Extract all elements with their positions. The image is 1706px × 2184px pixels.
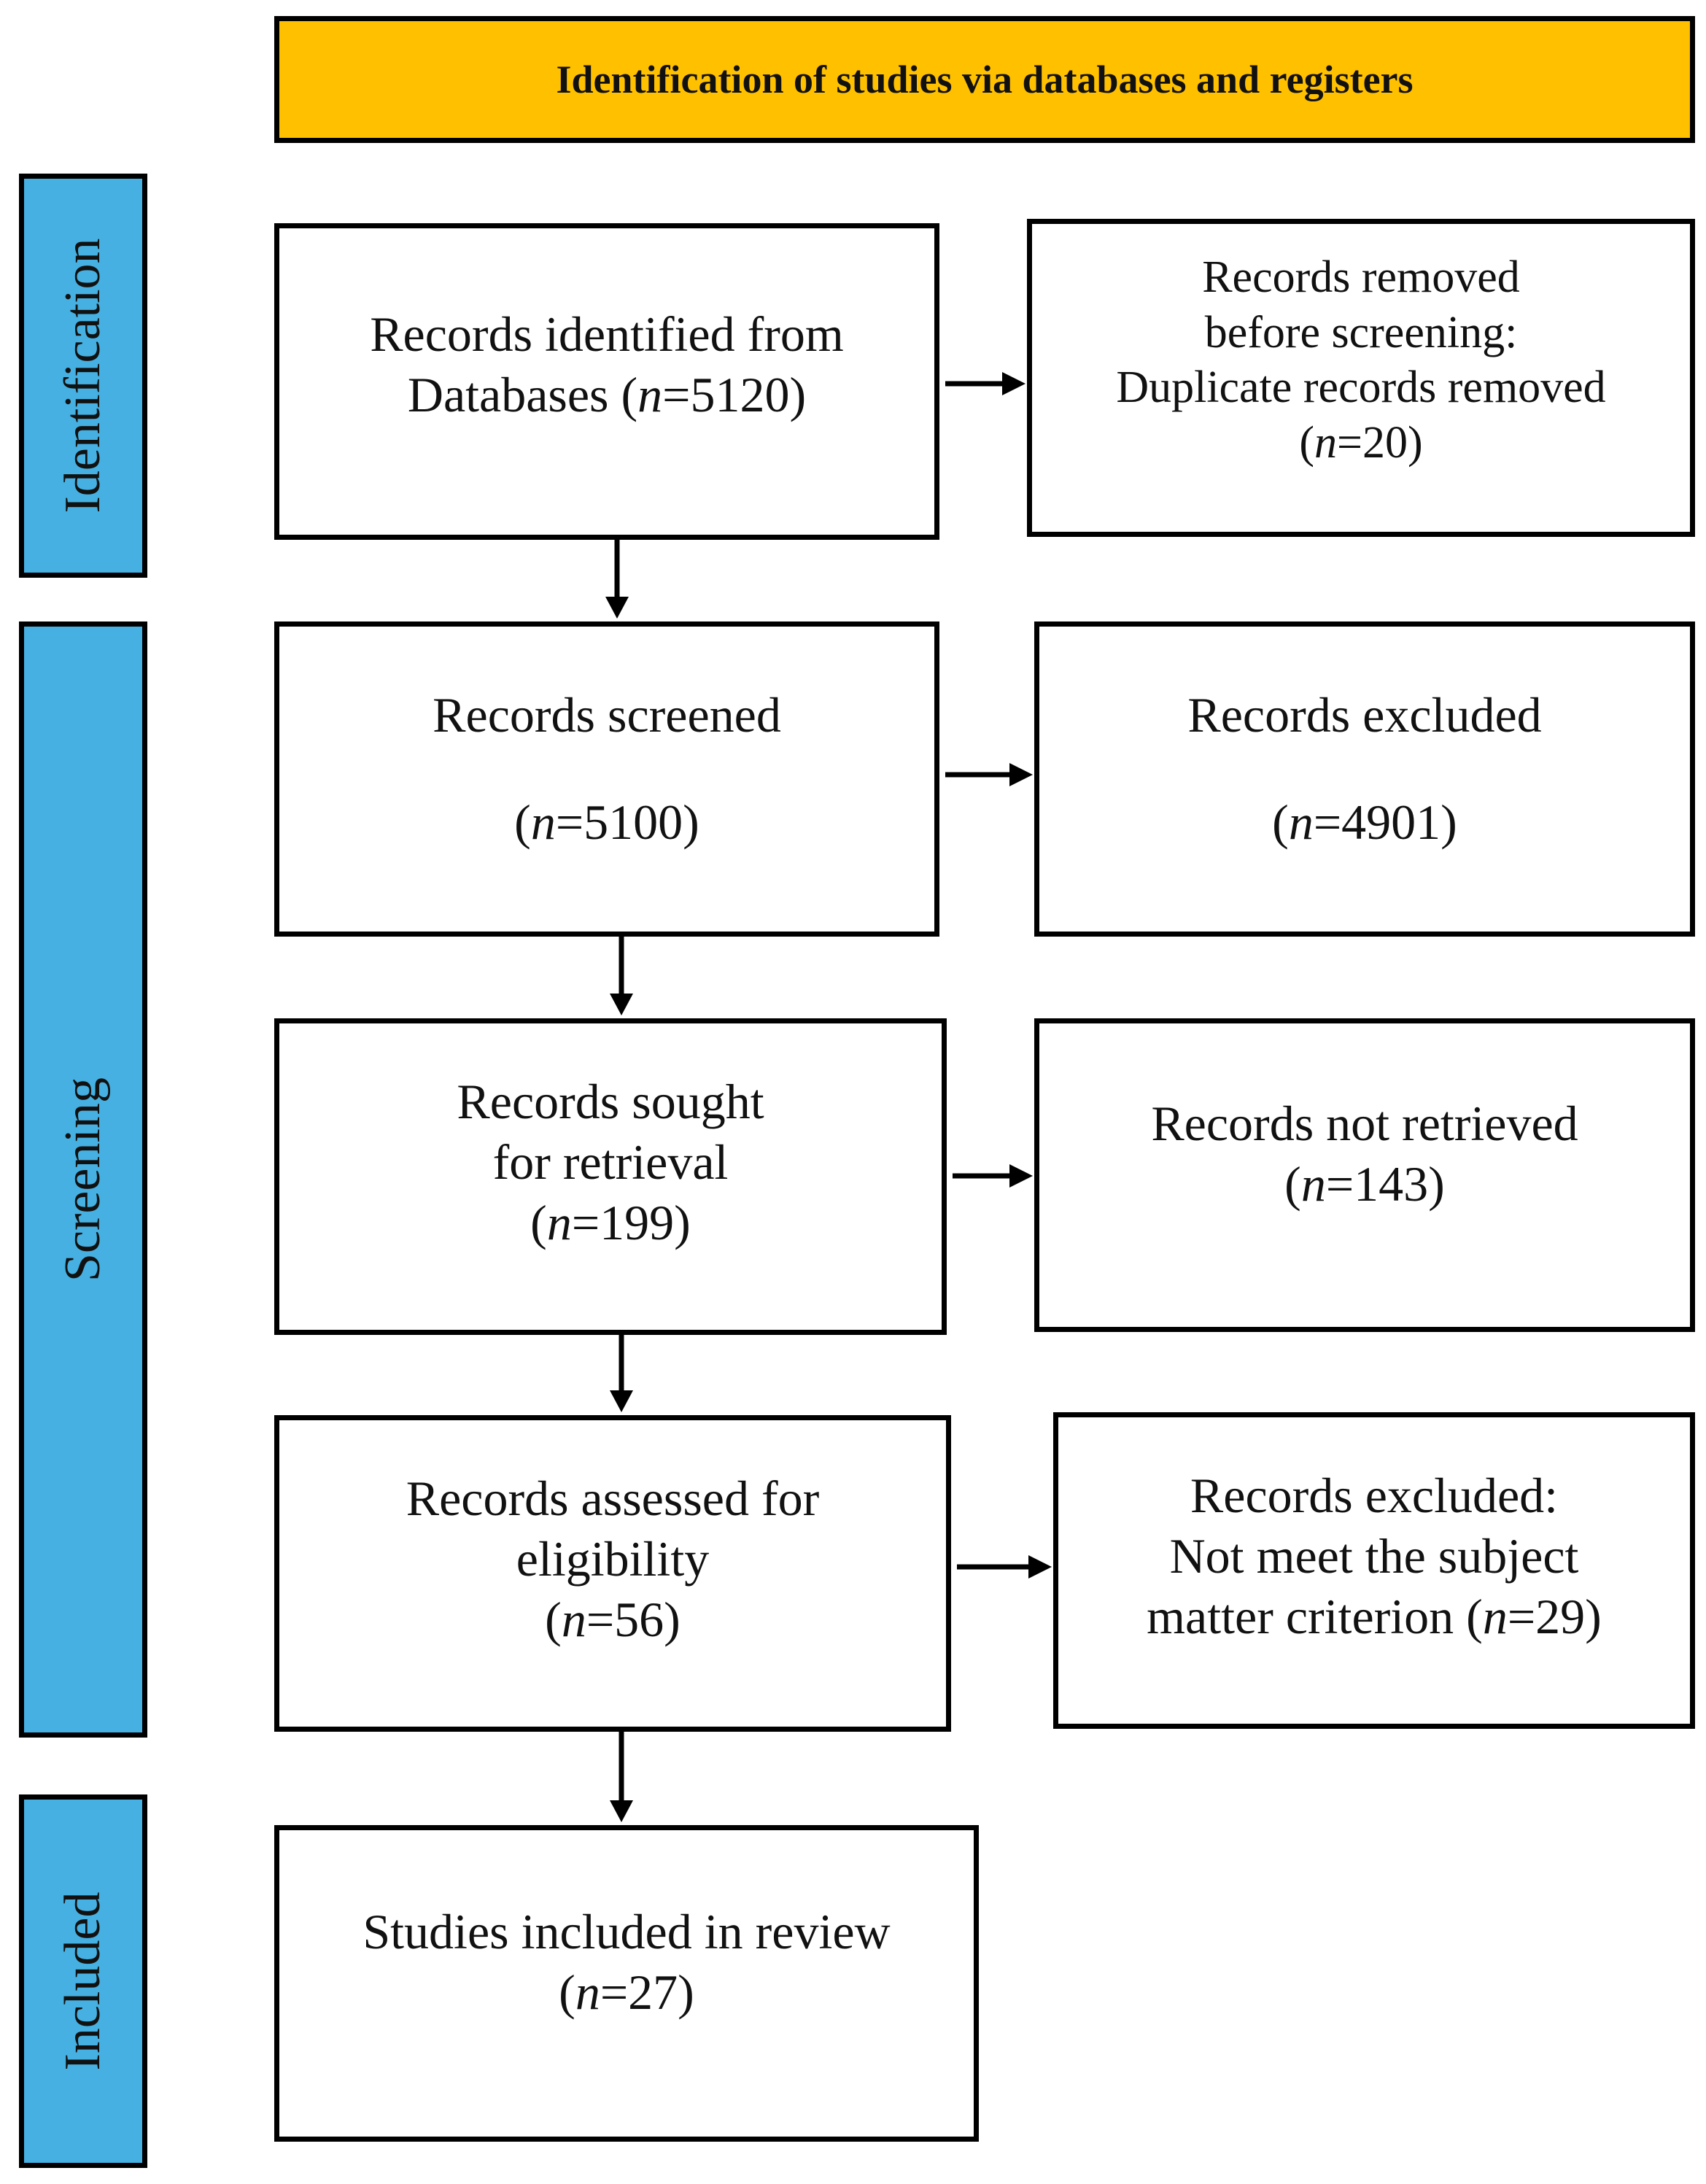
phase-identification: Identification bbox=[19, 174, 147, 578]
sought-line3: (n=199) bbox=[530, 1194, 691, 1250]
removed-line2: before screening: bbox=[1204, 307, 1518, 357]
excluded2-line2: Not meet the subject bbox=[1169, 1527, 1579, 1584]
box-records-not-retrieved: Records not retrieved (n=143) bbox=[1034, 1018, 1695, 1332]
box-records-excluded-eligibility: Records excluded: Not meet the subject m… bbox=[1053, 1412, 1695, 1729]
arrowhead-assessed-to-included bbox=[610, 1800, 633, 1822]
screened-line1: Records screened bbox=[433, 687, 781, 743]
box-records-screened: Records screened (n=5100) bbox=[274, 621, 939, 937]
header-banner: Identification of studies via databases … bbox=[274, 16, 1695, 143]
assessed-line1: Records assessed for bbox=[406, 1471, 820, 1526]
removed-line1: Records removed bbox=[1202, 252, 1520, 302]
box-records-identified: Records identified from Databases (n=512… bbox=[274, 223, 939, 540]
sought-line1: Records sought bbox=[457, 1074, 764, 1129]
removed-line3: Duplicate records removed bbox=[1116, 363, 1606, 413]
arrowhead-identified-to-removed bbox=[1002, 372, 1025, 395]
assessed-line3: (n=56) bbox=[545, 1591, 681, 1647]
not-retrieved-line1: Records not retrieved bbox=[1151, 1096, 1578, 1151]
included-line2: (n=27) bbox=[559, 1964, 694, 2020]
excluded1-line1: Records excluded bbox=[1187, 687, 1542, 743]
phase-included: Included bbox=[19, 1794, 147, 2168]
excluded1-line2: (n=4901) bbox=[1272, 794, 1457, 850]
box-studies-included: Studies included in review (n=27) bbox=[274, 1825, 979, 2142]
arrowhead-assessed-to-excluded bbox=[1028, 1555, 1052, 1579]
removed-line4: (n=20) bbox=[1299, 417, 1423, 468]
header-title: Identification of studies via databases … bbox=[556, 58, 1414, 101]
box-records-sought: Records sought for retrieval (n=199) bbox=[274, 1018, 947, 1335]
assessed-line2: eligibility bbox=[516, 1530, 710, 1587]
screened-line2: (n=5100) bbox=[514, 794, 699, 850]
arrowhead-screened-to-excluded bbox=[1009, 763, 1033, 786]
arrowhead-screened-to-sought bbox=[610, 994, 633, 1015]
included-line1: Studies included in review bbox=[362, 1904, 891, 1959]
arrowhead-sought-to-assessed bbox=[610, 1390, 633, 1412]
identified-line1: Records identified from bbox=[370, 306, 844, 362]
arrowhead-sought-to-not-retrieved bbox=[1009, 1164, 1033, 1188]
not-retrieved-line2: (n=143) bbox=[1284, 1155, 1445, 1212]
box-records-assessed: Records assessed for eligibility (n=56) bbox=[274, 1415, 951, 1732]
box-records-removed: Records removed before screening: Duplic… bbox=[1027, 219, 1695, 537]
phase-screening: Screening bbox=[19, 621, 147, 1738]
identified-line2: Databases (n=5120) bbox=[407, 366, 807, 422]
sought-line2: for retrieval bbox=[492, 1134, 729, 1190]
excluded2-line1: Records excluded: bbox=[1190, 1468, 1559, 1523]
arrowhead-identified-to-screened bbox=[605, 597, 629, 619]
box-records-excluded: Records excluded (n=4901) bbox=[1034, 621, 1695, 937]
excluded2-line3: matter criterion (n=29) bbox=[1147, 1588, 1602, 1644]
